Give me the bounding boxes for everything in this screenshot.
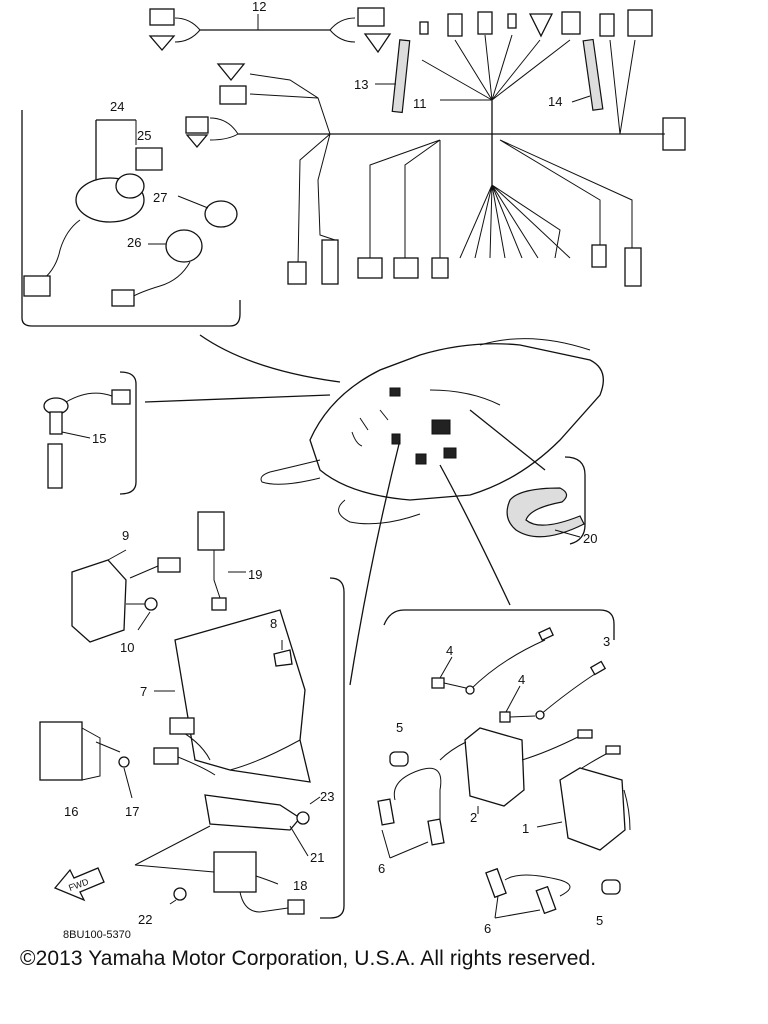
callout-25: 25 [137, 128, 151, 143]
callout-17: 17 [125, 804, 139, 819]
callout-5: 5 [396, 720, 403, 735]
wire-harness-assembly [148, 7, 686, 287]
callout-4b: 4 [518, 672, 525, 687]
stop-switch-group [43, 371, 137, 495]
callout-10: 10 [120, 640, 134, 655]
callout-16: 16 [64, 804, 78, 819]
callout-27: 27 [153, 190, 167, 205]
callout-3: 3 [603, 634, 610, 649]
copyright-notice: ©2013 Yamaha Motor Corporation, U.S.A. A… [20, 947, 597, 970]
main-switch-group [21, 110, 241, 327]
snowmobile-body [144, 334, 604, 686]
callout-19: 19 [248, 567, 262, 582]
callout-21: 21 [310, 850, 324, 865]
callout-5b: 5 [596, 913, 603, 928]
callout-14: 14 [548, 94, 562, 109]
callout-15: 15 [92, 431, 106, 446]
callout-7: 7 [140, 684, 147, 699]
diagram-code: 8BU100-5370 [63, 929, 131, 941]
ignition-coil-group [377, 609, 631, 919]
callout-22: 22 [138, 912, 152, 927]
callout-1: 1 [522, 821, 529, 836]
callout-24: 24 [110, 99, 124, 114]
parts-diagram: 12 11 13 14 24 25 27 26 [21, 0, 686, 936]
cdi-group [39, 511, 345, 919]
callout-8: 8 [270, 616, 277, 631]
callout-12: 12 [252, 0, 266, 14]
callout-9: 9 [122, 528, 129, 543]
callout-4: 4 [446, 643, 453, 658]
callout-11: 11 [413, 96, 427, 111]
callout-6: 6 [378, 861, 385, 876]
band-group [506, 456, 586, 545]
callout-6b: 6 [484, 921, 491, 936]
callout-13: 13 [354, 77, 368, 92]
callout-2: 2 [470, 810, 477, 825]
callout-18: 18 [293, 878, 307, 893]
callout-23: 23 [320, 789, 334, 804]
callout-26: 26 [127, 235, 141, 250]
callout-20: 20 [583, 531, 597, 546]
